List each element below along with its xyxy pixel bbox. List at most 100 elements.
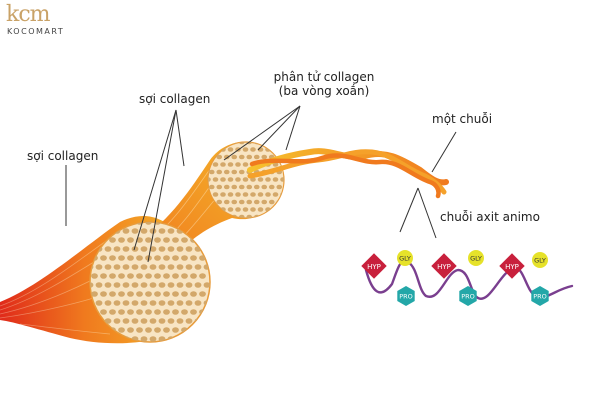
label-one-chain: một chuỗi <box>432 112 493 126</box>
fibril-bead <box>140 318 148 324</box>
fibril-bead <box>223 154 230 160</box>
fibril-bead <box>185 264 193 270</box>
fibril-bead <box>122 228 130 234</box>
fibril-bead <box>216 169 223 175</box>
label-molecule-line1: phân tử collagen <box>273 70 375 84</box>
fibril-bead <box>100 291 107 297</box>
fibril-bead <box>203 336 210 342</box>
fibril-bead <box>158 264 166 270</box>
hyp-residue <box>499 253 525 279</box>
fibril-bead <box>140 282 148 288</box>
fibril-bead <box>158 336 166 342</box>
fibril-bead <box>216 199 223 205</box>
fibril-bead <box>216 184 223 190</box>
fibril-bead <box>212 177 219 182</box>
fibril-bead <box>131 228 139 234</box>
fibril-bead <box>118 291 125 297</box>
fibril-bead <box>122 300 130 306</box>
fibril-bead <box>154 237 161 243</box>
fibril-bead <box>261 184 268 190</box>
fibril-bead <box>223 199 230 205</box>
fibril-bead <box>100 309 107 315</box>
fibril-bead <box>194 264 202 270</box>
fibril-bead <box>172 273 179 279</box>
fibril-bead <box>276 214 283 218</box>
fibril-bead <box>268 184 275 190</box>
fibril-bead <box>185 282 193 288</box>
fibril-bead <box>149 300 157 306</box>
fibril-bead <box>176 282 184 288</box>
gly-label: GLY <box>534 257 546 265</box>
fibril-bead <box>131 282 139 288</box>
fibril-bead <box>261 199 268 205</box>
fibril-bead <box>257 177 264 182</box>
fibril-bead <box>231 154 238 160</box>
fibril-bead <box>118 273 125 279</box>
fibril-bead <box>216 142 223 145</box>
fibril-bead <box>113 246 121 252</box>
pro-residue <box>397 286 415 306</box>
triple-helix <box>247 148 449 199</box>
fibril-bead <box>176 300 184 306</box>
fibril-bead <box>231 199 238 205</box>
fibril-bead <box>235 162 241 167</box>
fibril-bead <box>90 228 94 234</box>
gly-label: GLY <box>399 255 411 263</box>
fibril-bead <box>227 177 234 182</box>
fibril-bead <box>140 264 148 270</box>
fibril-bead <box>203 264 210 270</box>
fibril-bead <box>163 327 170 333</box>
fibril-bead <box>158 300 166 306</box>
fibril-bead <box>227 162 234 167</box>
fibril-bead <box>242 162 249 167</box>
fibril-bead <box>235 207 241 212</box>
fibril-bead <box>154 291 161 297</box>
fibril-bead <box>118 309 125 315</box>
fibril-bead <box>238 214 245 218</box>
fibril-bead <box>113 300 121 306</box>
fibril-bead <box>276 142 283 145</box>
fibril-bead <box>250 207 256 212</box>
fibril-bead <box>242 192 249 197</box>
fibril-bead <box>190 309 197 315</box>
fibril-bead <box>158 282 166 288</box>
fibril-bead <box>268 199 275 205</box>
fibril-bead <box>91 222 98 225</box>
fibril-bead <box>145 327 152 333</box>
fibril-bead <box>109 273 116 279</box>
fibril-bead <box>199 291 206 297</box>
fibril-bead <box>238 199 245 205</box>
fibril-bead <box>118 327 125 333</box>
fibril-bead <box>95 264 103 270</box>
fibril-bead <box>145 309 152 315</box>
fibril-bead <box>145 237 152 243</box>
fibril-bead <box>194 300 202 306</box>
fibril-bead <box>91 291 98 297</box>
fibril-bead <box>167 246 175 252</box>
fibril-bead <box>208 177 211 182</box>
fibril-bead <box>238 184 245 190</box>
fibril-bead <box>149 246 157 252</box>
fibril-bead <box>220 192 226 197</box>
fibril-bead <box>163 237 170 243</box>
fibril-bead <box>190 327 197 333</box>
fibril-bead <box>95 300 103 306</box>
fibril-bead <box>238 154 245 160</box>
pro-residue <box>531 286 549 306</box>
pro-label: PRO <box>399 293 413 301</box>
fibril-bead <box>185 300 193 306</box>
fibril-bead <box>280 207 284 212</box>
fibril-bead <box>172 291 179 297</box>
fibril-bead <box>223 169 230 175</box>
fibril-bead <box>100 255 107 261</box>
fibril-bead <box>185 318 193 324</box>
fibril-bead <box>158 228 166 234</box>
fibril-bead <box>176 246 184 252</box>
fibril-bead <box>176 264 184 270</box>
fibril-bead <box>246 214 253 218</box>
fibril-bead <box>100 273 107 279</box>
label-molecule: phân tử collagen (ba vòng xoắn) <box>264 70 384 98</box>
fibril-bead <box>216 154 223 160</box>
gly-label: GLY <box>470 255 482 263</box>
